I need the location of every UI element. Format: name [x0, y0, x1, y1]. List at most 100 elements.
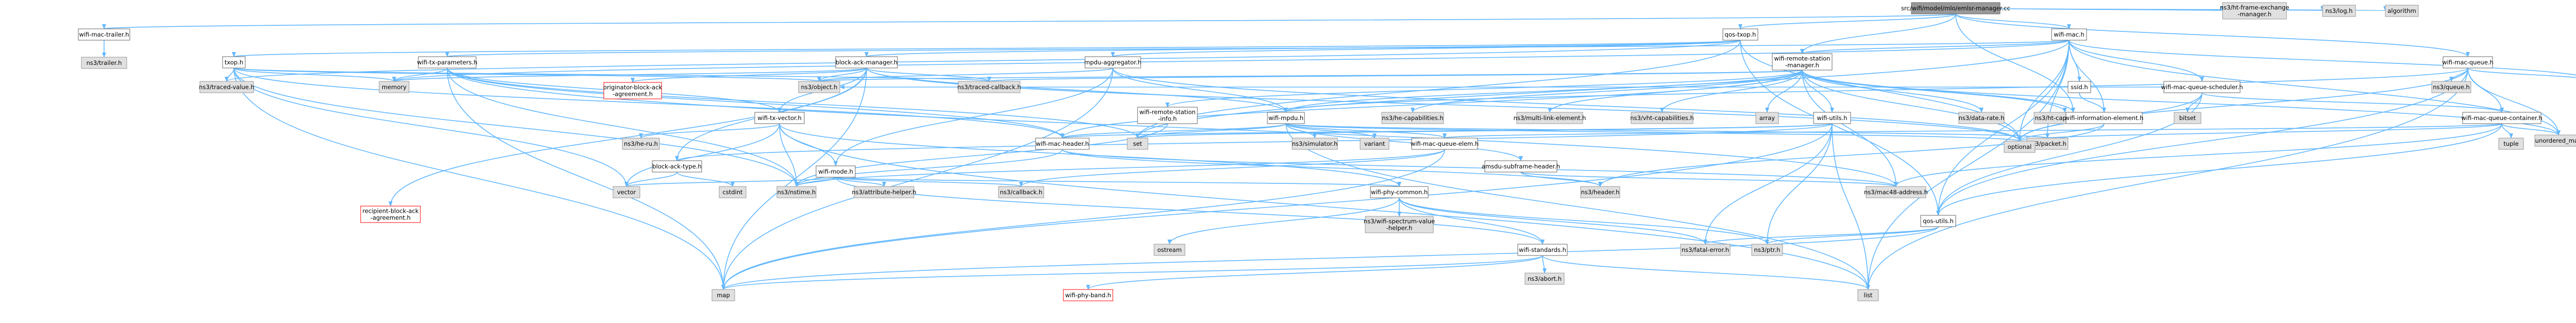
node-box — [719, 186, 747, 198]
node-txop[interactable]: txop.h — [222, 56, 246, 69]
node-wifi-mac-queue[interactable]: wifi-mac-queue.h — [2442, 56, 2494, 69]
edge-wifi-remote-station-manager-to-ns3-ht-capabilities — [1802, 70, 2067, 113]
node-ns3-packet[interactable]: ns3/packet.h — [2026, 138, 2069, 150]
edge-wifi-mac-to-wifi-remote-station-manager — [1800, 40, 2070, 54]
node-box — [854, 186, 914, 198]
node-ns3-simulator[interactable]: ns3/simulator.h — [1292, 138, 1338, 150]
edge-root-to-qos-txop — [1738, 13, 1956, 29]
node-recipient-bla[interactable]: recipient-block-ack-agreement.h — [360, 206, 421, 223]
node-array[interactable]: array — [1755, 112, 1779, 124]
node-label: ns3/ht-frame-exchange — [2220, 4, 2289, 11]
node-box — [2174, 112, 2201, 124]
node-bitset[interactable]: bitset — [2174, 112, 2201, 124]
node-ns3-multi-link-element[interactable]: ns3/multi-link-element.h — [1514, 112, 1586, 124]
node-ns3-object[interactable]: ns3/object.h — [798, 81, 840, 93]
node-label: -agreement.h — [370, 214, 411, 222]
node-label: ns3/fatal-error.h — [1682, 246, 1729, 253]
edge-qos-txop-to-ns3-traced-value — [225, 40, 1741, 82]
edge-block-ack-type-to-cstdint — [676, 172, 735, 187]
node-algorithm[interactable]: algorithm — [2385, 5, 2419, 17]
node-wifi-tx-parameters[interactable]: wifi-tx-parameters.h — [417, 56, 478, 69]
node-wifi-utils[interactable]: wifi-utils.h — [1813, 112, 1851, 124]
node-box — [2431, 81, 2471, 93]
node-wifi-remote-station-info[interactable]: wifi-remote-station-info.h — [1137, 107, 1198, 124]
node-wifi-mac-header[interactable]: wifi-mac-header.h — [1035, 138, 1090, 150]
node-cstdint[interactable]: cstdint — [719, 186, 747, 198]
edge-wifi-phy-common-to-ostream — [1167, 197, 1400, 245]
node-ns3-traced-callback[interactable]: ns3/traced-callback.h — [957, 81, 1021, 93]
node-wifi-remote-station-manager[interactable]: wifi-remote-station-manager.h — [1772, 53, 1833, 71]
node-tuple[interactable]: tuple — [2498, 138, 2524, 150]
node-block-ack-manager[interactable]: block-ack-manager.h — [835, 56, 898, 69]
node-originator-bla[interactable]: originator-block-ack-agreement.h — [603, 82, 663, 99]
node-ns3-mac48-address[interactable]: ns3/mac48-address.h — [1864, 186, 1928, 198]
node-optional[interactable]: optional — [2004, 141, 2036, 153]
edge-wifi-tx-vector-to-ns3-he-ru — [639, 123, 780, 139]
node-set[interactable]: set — [1127, 138, 1148, 150]
node-ns3-abort[interactable]: ns3/abort.h — [1524, 273, 1565, 285]
node-wifi-mpdu[interactable]: wifi-mpdu.h — [1267, 112, 1305, 124]
node-wifi-standards[interactable]: wifi-standards.h — [1517, 244, 1568, 256]
edge-wifi-phy-common-to-ns3-ptr — [1399, 197, 1769, 245]
node-ns3-data-rate[interactable]: ns3/data-rate.h — [1958, 112, 2005, 124]
node-box — [379, 81, 410, 93]
node-amsdu-subframe-header[interactable]: amsdu-subframe-header.h — [1482, 160, 1560, 173]
node-label: ssid.h — [2071, 83, 2088, 91]
node-variant[interactable]: variant — [1360, 138, 1389, 150]
node-wifi-mac[interactable]: wifi-mac.h — [2051, 28, 2087, 41]
edge-wifi-standards-to-list — [1542, 255, 1870, 290]
node-unordered_map[interactable]: unordered_map — [2534, 134, 2576, 147]
node-ns3-log[interactable]: ns3/log.h — [2322, 5, 2356, 17]
edge-qos-txop-to-qos-utils — [1740, 40, 1940, 216]
node-ns3-attribute-helper[interactable]: ns3/attribute-helper.h — [852, 186, 917, 198]
edge-wifi-mac-queue-container-to-wifi-mac-queue-elem — [1443, 123, 2502, 139]
node-ns3-he-capabilities[interactable]: ns3/he-capabilities.h — [1381, 112, 1444, 124]
node-map[interactable]: map — [711, 289, 735, 301]
node-block-ack-type[interactable]: block-ack-type.h — [652, 160, 702, 173]
node-wifi-mode[interactable]: wifi-mode.h — [816, 165, 856, 178]
node-label: ns3/trailer.h — [87, 59, 122, 66]
node-ns3-header[interactable]: ns3/header.h — [1580, 186, 1620, 198]
node-ns3-traced-value[interactable]: ns3/traced-value.h — [199, 81, 255, 93]
node-memory[interactable]: memory — [379, 81, 410, 93]
node-ns3-nstime[interactable]: ns3/nstime.h — [776, 186, 817, 198]
node-ns3-fatal-error[interactable]: ns3/fatal-error.h — [1680, 244, 1731, 256]
edge-mpdu-aggregator-to-optional — [1112, 67, 2022, 142]
edge-wifi-information-element-to-ns3-header — [1598, 123, 2105, 187]
node-wifi-mac-queue-elem[interactable]: wifi-mac-queue-elem.h — [1411, 138, 1479, 150]
edge-ssid-to-wifi-information-element — [2079, 92, 2106, 113]
edge-qos-txop-to-mpdu-aggregator — [1111, 40, 1741, 57]
node-ns3-frame-exchange-manager[interactable]: ns3/ht-frame-exchange-manager.h — [2220, 2, 2289, 20]
node-ns3-ptr[interactable]: ns3/ptr.h — [1751, 244, 1783, 256]
node-wifi-phy-band[interactable]: wifi-phy-band.h — [1063, 289, 1113, 301]
node-qos-utils[interactable]: qos-utils.h — [1920, 215, 1956, 227]
node-wifi-phy-common[interactable]: wifi-phy-common.h — [1370, 186, 1429, 198]
node-list[interactable]: list — [1857, 289, 1879, 301]
node-qos-txop[interactable]: qos-txop.h — [1722, 28, 1758, 41]
node-label: array — [1759, 114, 1775, 122]
node-ostream[interactable]: ostream — [1154, 244, 1185, 256]
node-box — [1755, 112, 1779, 124]
node-wifi-mac-queue-scheduler[interactable]: wifi-mac-queue-scheduler.h — [2161, 81, 2243, 93]
node-ns3-vht-capabilities[interactable]: ns3/vht-capabilities.h — [1630, 112, 1694, 124]
node-vector[interactable]: vector — [613, 186, 640, 198]
node-ns3-wifi-spectrum-value-helper[interactable]: ns3/wifi-spectrum-value-helper.h — [1364, 216, 1435, 233]
node-ns3-callback[interactable]: ns3/callback.h — [998, 186, 1044, 198]
node-mpdu-aggregator[interactable]: mpdu-aggregator.h — [1084, 56, 1142, 69]
node-ns3-queue[interactable]: ns3/queue.h — [2431, 81, 2471, 93]
node-box — [1411, 138, 1478, 150]
edge-root-to-wifi-mac-queue — [1955, 13, 2470, 57]
node-ns3-he-ru[interactable]: ns3/he-ru.h — [622, 138, 660, 150]
node-label: wifi-mac-header.h — [1036, 140, 1089, 147]
node-wifi-mac-queue-container[interactable]: wifi-mac-queue-container.h — [2461, 112, 2543, 124]
node-label: wifi-phy-common.h — [1371, 189, 1428, 196]
node-wifi-information-element[interactable]: wifi-information-element.h — [2065, 112, 2144, 124]
node-wifi-mac-trailer[interactable]: wifi-mac-trailer.h — [78, 28, 130, 41]
edge-wifi-tx-vector-to-ns3-nstime — [779, 123, 799, 187]
node-box — [835, 56, 898, 69]
edge-wifi-tx-vector-to-vector — [624, 123, 780, 187]
node-wifi-tx-vector[interactable]: wifi-tx-vector.h — [754, 112, 805, 124]
node-ns3-trailer[interactable]: ns3/trailer.h — [81, 57, 127, 69]
node-ssid[interactable]: ssid.h — [2067, 81, 2091, 93]
edge-wifi-standards-to-wifi-phy-band — [1086, 255, 1543, 290]
